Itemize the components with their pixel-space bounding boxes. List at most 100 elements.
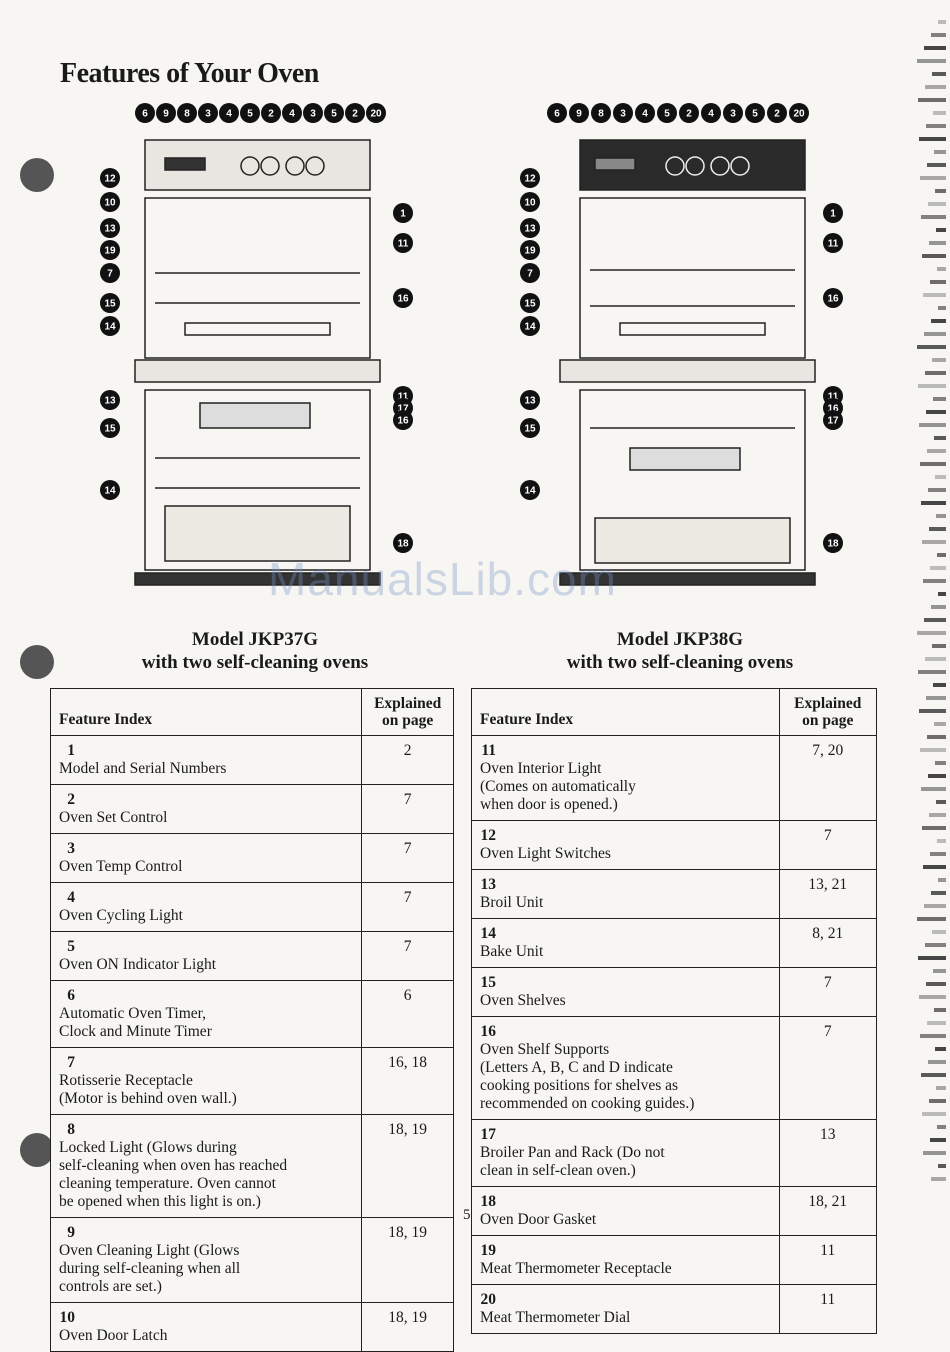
svg-text:8: 8 (184, 109, 190, 120)
punch-hole-mark (20, 1133, 54, 1167)
callout-marker: 3 (613, 103, 633, 123)
callout-marker: 3 (723, 103, 743, 123)
callout-marker: 4 (701, 103, 721, 123)
explained-on-page-header: Explained on page (778, 688, 878, 736)
callout-marker: 3 (303, 103, 323, 123)
callout-marker: 16 (393, 288, 413, 308)
broiler-pan (629, 447, 741, 471)
page-reference: 11 (778, 1235, 878, 1285)
callout-marker: 20 (366, 103, 386, 123)
callout-marker: 5 (240, 103, 260, 123)
callout-marker: 4 (219, 103, 239, 123)
svg-text:2: 2 (686, 109, 692, 120)
feature-description: Bake Unit (480, 943, 544, 960)
feature-description: Meat Thermometer Dial (480, 1309, 631, 1326)
feature-number: 8 (67, 1121, 75, 1138)
callout-marker: 12 (100, 168, 120, 188)
control-knob (260, 156, 280, 176)
svg-text:17: 17 (397, 404, 409, 415)
feature-number: 1 (67, 742, 75, 759)
callout-marker: 8 (591, 103, 611, 123)
callout-marker: 9 (569, 103, 589, 123)
table-header-row: Feature Index Explained on page (471, 688, 878, 736)
callout-marker: 4 (282, 103, 302, 123)
punch-hole-mark (20, 158, 54, 192)
svg-text:15: 15 (524, 299, 536, 310)
svg-text:6: 6 (142, 109, 148, 120)
callout-marker: 15 (100, 293, 120, 313)
callout-marker: 1 (393, 203, 413, 223)
feature-description: Oven Shelves (480, 992, 566, 1009)
page-reference: 7 (778, 820, 878, 870)
callout-marker: 6 (547, 103, 567, 123)
feature-number: 18 (480, 1193, 497, 1210)
callout-marker: 11 (823, 233, 843, 253)
svg-text:2: 2 (352, 109, 358, 120)
callout-marker: 10 (100, 192, 120, 212)
svg-text:16: 16 (827, 404, 839, 415)
svg-text:3: 3 (310, 109, 316, 120)
page-reference: 18, 21 (778, 1186, 878, 1236)
feature-description: Oven Door Latch (59, 1327, 168, 1344)
model-caption-right: Model JKP38G with two self-cleaning oven… (510, 628, 850, 674)
callout-marker: 14 (520, 316, 540, 336)
svg-text:16: 16 (827, 294, 839, 305)
svg-text:18: 18 (827, 539, 839, 550)
page-reference: 8, 21 (778, 918, 878, 968)
control-knob (240, 156, 260, 176)
svg-text:4: 4 (226, 109, 232, 120)
model-caption-left: Model JKP37G with two self-cleaning oven… (95, 628, 415, 674)
page-reference: 7 (361, 882, 454, 932)
page-reference: 13 (778, 1119, 878, 1187)
svg-text:12: 12 (104, 174, 116, 185)
callout-marker: 14 (100, 316, 120, 336)
svg-text:16: 16 (397, 416, 409, 427)
svg-text:8: 8 (598, 109, 604, 120)
feature-description: Oven Door Gasket (480, 1211, 597, 1228)
svg-text:19: 19 (104, 246, 116, 257)
svg-text:10: 10 (524, 198, 536, 209)
model-subtitle: with two self-cleaning ovens (566, 652, 794, 673)
svg-text:1: 1 (400, 209, 406, 220)
svg-text:14: 14 (104, 322, 116, 333)
callout-marker: 8 (177, 103, 197, 123)
feature-number: 15 (480, 974, 497, 991)
svg-text:6: 6 (554, 109, 560, 120)
explained-on-page-header: Explained on page (361, 688, 454, 736)
callout-marker: 12 (520, 168, 540, 188)
feature-description: Oven ON Indicator Light (59, 956, 217, 973)
callout-marker: 3 (198, 103, 218, 123)
callout-marker: 19 (100, 240, 120, 260)
svg-text:13: 13 (104, 396, 116, 407)
bake-unit-upper (619, 322, 766, 336)
svg-text:4: 4 (708, 109, 714, 120)
control-knob (305, 156, 325, 176)
callout-marker: 13 (100, 218, 120, 238)
svg-text:16: 16 (397, 294, 409, 305)
svg-text:12: 12 (524, 174, 536, 185)
feature-number: 4 (67, 889, 75, 906)
svg-text:13: 13 (524, 396, 536, 407)
control-knob (285, 156, 305, 176)
svg-text:5: 5 (247, 109, 253, 120)
